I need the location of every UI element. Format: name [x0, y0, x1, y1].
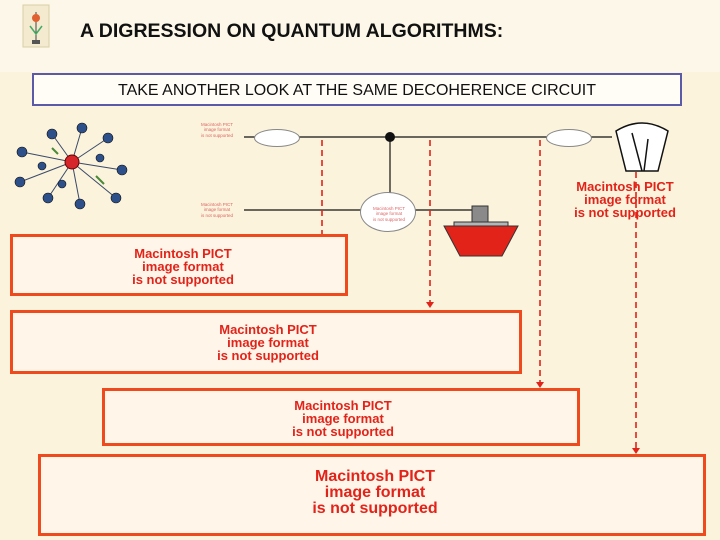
pict-box-1-line2: image format [142, 259, 224, 274]
meter-icon [615, 122, 669, 172]
pict-box-1-line1: Macintosh PICT [134, 246, 232, 261]
small-pict-2-line2: image format [203, 207, 231, 213]
pict-box-3-line3: is not supported [292, 424, 394, 439]
small-pict-1-line2: image format [203, 127, 231, 133]
pict-box-4-line2: image format [324, 484, 426, 501]
pict-box-4-line1: Macintosh PICT [314, 468, 435, 485]
pict-box-4-text: Macintosh PICT image format is not suppo… [65, 469, 685, 517]
pict-box-3-line2: image format [302, 411, 384, 426]
small-pict-2-line1: Macintosh PICT [200, 202, 233, 207]
title-bar: A DIGRESSION ON QUANTUM ALGORITHMS: [0, 0, 720, 72]
pict-box-2-line2: image format [227, 335, 309, 350]
pict-right-line1: Macintosh PICT [576, 179, 674, 194]
small-pict-3-line3: is not supported [372, 216, 406, 222]
logo-icon [22, 4, 50, 48]
pict-box-2-line1: Macintosh PICT [219, 322, 317, 337]
subtitle: TAKE ANOTHER LOOK AT THE SAME DECOHERENC… [117, 82, 596, 99]
apparatus-icon [443, 205, 519, 257]
subtitle-box: TAKE ANOTHER LOOK AT THE SAME DECOHERENC… [32, 73, 682, 106]
pict-box-3-text: Macintosh PICT image format is not suppo… [125, 399, 561, 438]
pict-box-2: Macintosh PICT image format is not suppo… [10, 310, 522, 374]
small-pict-2: Macintosh PICT image format is not suppo… [194, 202, 240, 218]
page-title: A DIGRESSION ON QUANTUM ALGORITHMS: [80, 20, 504, 42]
small-pict-3: Macintosh PICT image format is not suppo… [366, 206, 412, 222]
small-pict-3-line1: Macintosh PICT [372, 206, 405, 211]
small-pict-1: Macintosh PICT image format is not suppo… [194, 122, 240, 138]
pict-box-4: Macintosh PICT image format is not suppo… [38, 454, 706, 536]
pict-box-1-text: Macintosh PICT image format is not suppo… [43, 247, 323, 286]
pict-placeholder-right: Macintosh PICT image format is not suppo… [546, 180, 704, 219]
pict-box-1: Macintosh PICT image format is not suppo… [10, 234, 348, 296]
pict-box-2-text: Macintosh PICT image format is not suppo… [33, 323, 503, 362]
pict-box-3: Macintosh PICT image format is not suppo… [102, 388, 580, 446]
molecule-icon [14, 122, 128, 210]
pict-box-4-line3: is not supported [312, 500, 438, 517]
pict-box-1-line3: is not supported [132, 272, 234, 287]
pict-box-3-line1: Macintosh PICT [294, 398, 392, 413]
small-pict-1-line1: Macintosh PICT [200, 122, 233, 127]
pict-right-line2: image format [584, 192, 666, 207]
pict-box-2-line3: is not supported [217, 348, 319, 363]
gate-oval-1 [254, 129, 300, 147]
small-pict-3-line2: image format [375, 211, 403, 217]
gate-oval-3 [360, 192, 416, 232]
gate-oval-2 [546, 129, 592, 147]
small-pict-2-line3: is not supported [200, 212, 234, 218]
small-pict-1-line3: is not supported [200, 132, 234, 138]
pict-right-line3: is not supported [574, 205, 676, 220]
